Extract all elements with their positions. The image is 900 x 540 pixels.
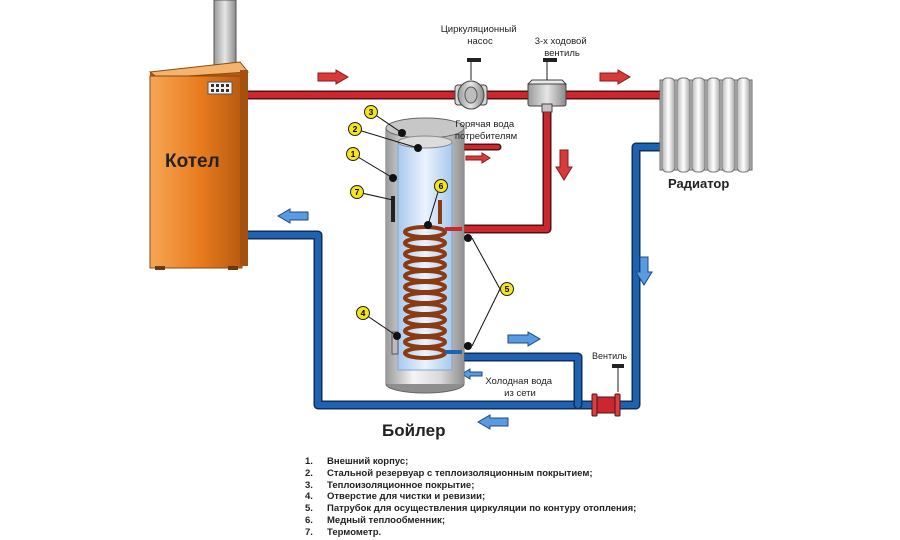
radiator: Радиатор [659, 77, 753, 191]
marker-4: 4 [356, 306, 370, 320]
legend-item: 1.Внешний корпус; [305, 456, 409, 467]
radiator-sections [661, 77, 751, 173]
marker-1: 1 [346, 147, 360, 161]
marker-3: 3 [364, 105, 378, 119]
flow-arrow-cold [461, 368, 483, 380]
flow-arrow-hot [599, 69, 631, 85]
svg-text:3: 3 [369, 107, 374, 117]
legend-item: 2.Стальной резервуар с теплоизоляционным… [305, 467, 593, 479]
callout-dots [389, 129, 472, 350]
control-panel [207, 81, 233, 95]
legend-item: 5.Патрубок для осуществления циркуляции … [305, 503, 637, 515]
legend-item: 3.Теплоизоляционное покрытие; [305, 479, 475, 491]
shutoff-valve: Вентиль [591, 351, 627, 417]
valve3-label-text: 3-х ходовой вентиль [535, 36, 590, 59]
marker-7: 7 [350, 185, 364, 199]
three-way-valve [526, 58, 568, 113]
boiler-label: Котел [165, 151, 220, 172]
flow-arrow-cold [507, 331, 541, 347]
circulation-pump [454, 58, 488, 110]
marker-2: 2 [348, 122, 362, 136]
flow-arrow-cold [277, 208, 309, 224]
inspection-port [391, 331, 399, 355]
hot-water-label: Горячая вода потребителям [455, 119, 517, 142]
chimney [213, 0, 237, 71]
boiler-unit: Котел [148, 0, 249, 270]
thermometer [391, 196, 395, 222]
svg-text:2: 2 [353, 124, 358, 134]
marker-5: 5 [500, 282, 514, 296]
tank-label: Бойлер [382, 421, 445, 440]
svg-text:1: 1 [351, 149, 356, 159]
radiator-label: Радиатор [668, 176, 729, 191]
callout-markers: 1 2 3 4 5 6 7 [346, 105, 514, 320]
flow-arrow-hot [465, 152, 491, 164]
flow-arrow-cold [477, 414, 509, 430]
legend-item: 7.Термометр. [305, 526, 382, 538]
svg-text:5: 5 [505, 284, 510, 294]
marker-6: 6 [434, 179, 448, 193]
flow-arrow-hot [555, 149, 573, 181]
svg-text:7: 7 [355, 187, 360, 197]
flow-arrows [277, 69, 653, 430]
flow-arrow-cold [635, 256, 653, 286]
legend-item: 6.Медный теплообменник; [305, 514, 446, 526]
flow-arrow-hot [317, 69, 349, 85]
legend-list: 1.Внешний корпус; 2.Стальной резервуар с… [305, 456, 636, 539]
storage-tank: Бойлер [382, 117, 465, 440]
heat-exchanger-coil [403, 200, 462, 360]
legend-item: 4.Отверстие для чистки и ревизии; [305, 491, 486, 503]
svg-text:4: 4 [361, 308, 366, 318]
valve-label: Вентиль [592, 351, 627, 361]
cold-water-label: Холодная вода из сети [485, 376, 554, 399]
svg-text:6: 6 [439, 181, 444, 191]
pump-label-text: Циркуляционный насос [441, 24, 519, 47]
